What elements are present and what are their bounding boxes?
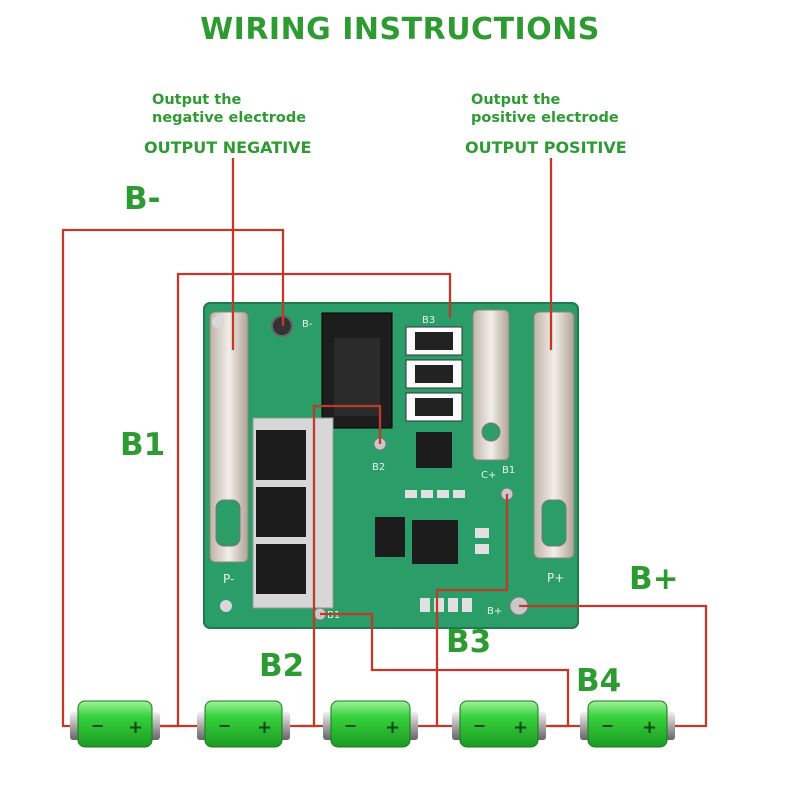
label-b1: B1	[120, 427, 166, 463]
right-note-line1: Output the	[471, 92, 561, 108]
silk-b2: B2	[372, 462, 385, 473]
battery-5: − +	[580, 700, 675, 748]
label-b-plus: B+	[629, 561, 679, 597]
battery-2: − +	[197, 700, 290, 748]
svg-text:+: +	[128, 717, 143, 738]
silk-b-plus: B+	[487, 606, 502, 617]
silk-b3: B3	[422, 315, 435, 326]
output-positive-tag: OUTPUT POSITIVE	[465, 138, 627, 157]
svg-text:+: +	[513, 717, 528, 738]
silk-c-plus: C+	[481, 470, 496, 481]
middle-terminal	[472, 309, 510, 461]
ic-left	[375, 517, 405, 557]
svg-text:+: +	[642, 717, 657, 738]
right-note-line2: positive electrode	[471, 110, 619, 126]
wires	[61, 158, 708, 728]
page-title: WIRING INSTRUCTIONS	[200, 12, 600, 47]
right-terminal	[533, 311, 575, 559]
svg-text:−: −	[601, 716, 614, 735]
svg-text:+: +	[257, 717, 272, 738]
label-b2: B2	[259, 648, 305, 684]
silk-b-minus: B-	[302, 319, 313, 330]
battery-4: − +	[452, 700, 546, 748]
svg-text:+: +	[385, 717, 400, 738]
svg-text:−: −	[344, 716, 357, 735]
svg-text:−: −	[91, 716, 104, 735]
left-note-line2: negative electrode	[152, 110, 307, 126]
svg-text:−: −	[473, 716, 486, 735]
silk-b1: B1	[502, 465, 515, 476]
ic-top	[416, 432, 452, 468]
left-terminal	[209, 311, 249, 563]
label-b3: B3	[446, 624, 492, 660]
battery-string: − + − + − + − + − +	[70, 700, 675, 748]
output-negative-tag: OUTPUT NEGATIVE	[144, 138, 312, 157]
battery-3: − +	[323, 700, 418, 748]
wire-b-minus	[61, 228, 285, 728]
wire-b4	[435, 494, 509, 726]
pcb-board: P- P+ B- B3 B2 C+ B1 B+ B1	[203, 302, 579, 629]
right-note: Output the positive electrode	[471, 91, 619, 127]
ic-main	[412, 520, 458, 564]
battery-1: − +	[70, 700, 160, 748]
silk-p-minus: P-	[223, 572, 234, 586]
silk-p-plus: P+	[547, 571, 564, 585]
left-note: Output the negative electrode	[152, 91, 306, 127]
label-b-minus: B-	[124, 181, 161, 217]
wire-b-plus	[519, 604, 708, 728]
left-note-line1: Output the	[152, 92, 242, 108]
svg-text:−: −	[218, 716, 231, 735]
silk-b1-bottom: B1	[327, 610, 340, 621]
label-b4: B4	[576, 663, 622, 699]
